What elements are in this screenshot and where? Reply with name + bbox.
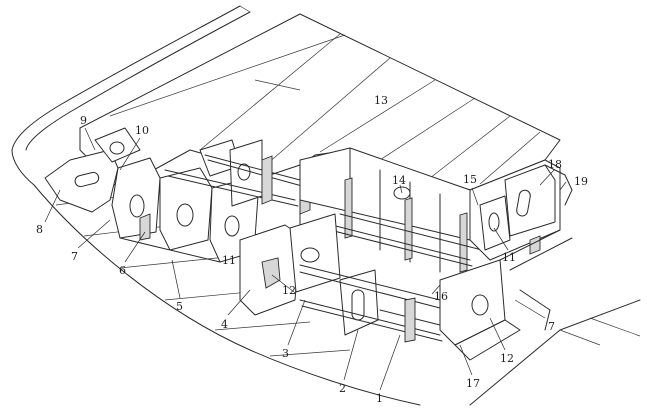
label-19: 19: [574, 175, 588, 188]
right-side-structure: [469, 159, 573, 271]
label-12-left: 12: [282, 284, 296, 297]
leader-lines: [44, 127, 567, 391]
callout-labels: 1 2 3 4 5 6 7 7 8 9 10 11 11 12 12 13 14…: [36, 94, 588, 405]
label-13: 13: [374, 94, 388, 107]
label-8: 8: [36, 223, 43, 236]
label-11-left: 11: [222, 254, 236, 267]
front-floors: [239, 213, 551, 361]
label-12-right: 12: [500, 352, 514, 365]
side-shell: [11, 5, 251, 186]
label-15: 15: [463, 173, 477, 186]
label-14: 14: [392, 174, 406, 187]
label-1: 1: [376, 392, 383, 405]
label-18: 18: [548, 158, 562, 171]
label-10: 10: [135, 124, 149, 137]
label-6: 6: [119, 264, 126, 277]
label-17: 17: [466, 377, 480, 390]
center-structure: [299, 147, 491, 281]
label-2: 2: [339, 382, 346, 395]
label-7-left: 7: [71, 250, 78, 263]
label-16: 16: [434, 290, 448, 303]
label-4: 4: [221, 318, 228, 331]
label-11-right: 11: [502, 251, 516, 264]
label-3: 3: [282, 347, 289, 360]
label-7-right: 7: [548, 320, 555, 333]
label-5: 5: [176, 300, 183, 313]
label-9: 9: [80, 114, 87, 127]
